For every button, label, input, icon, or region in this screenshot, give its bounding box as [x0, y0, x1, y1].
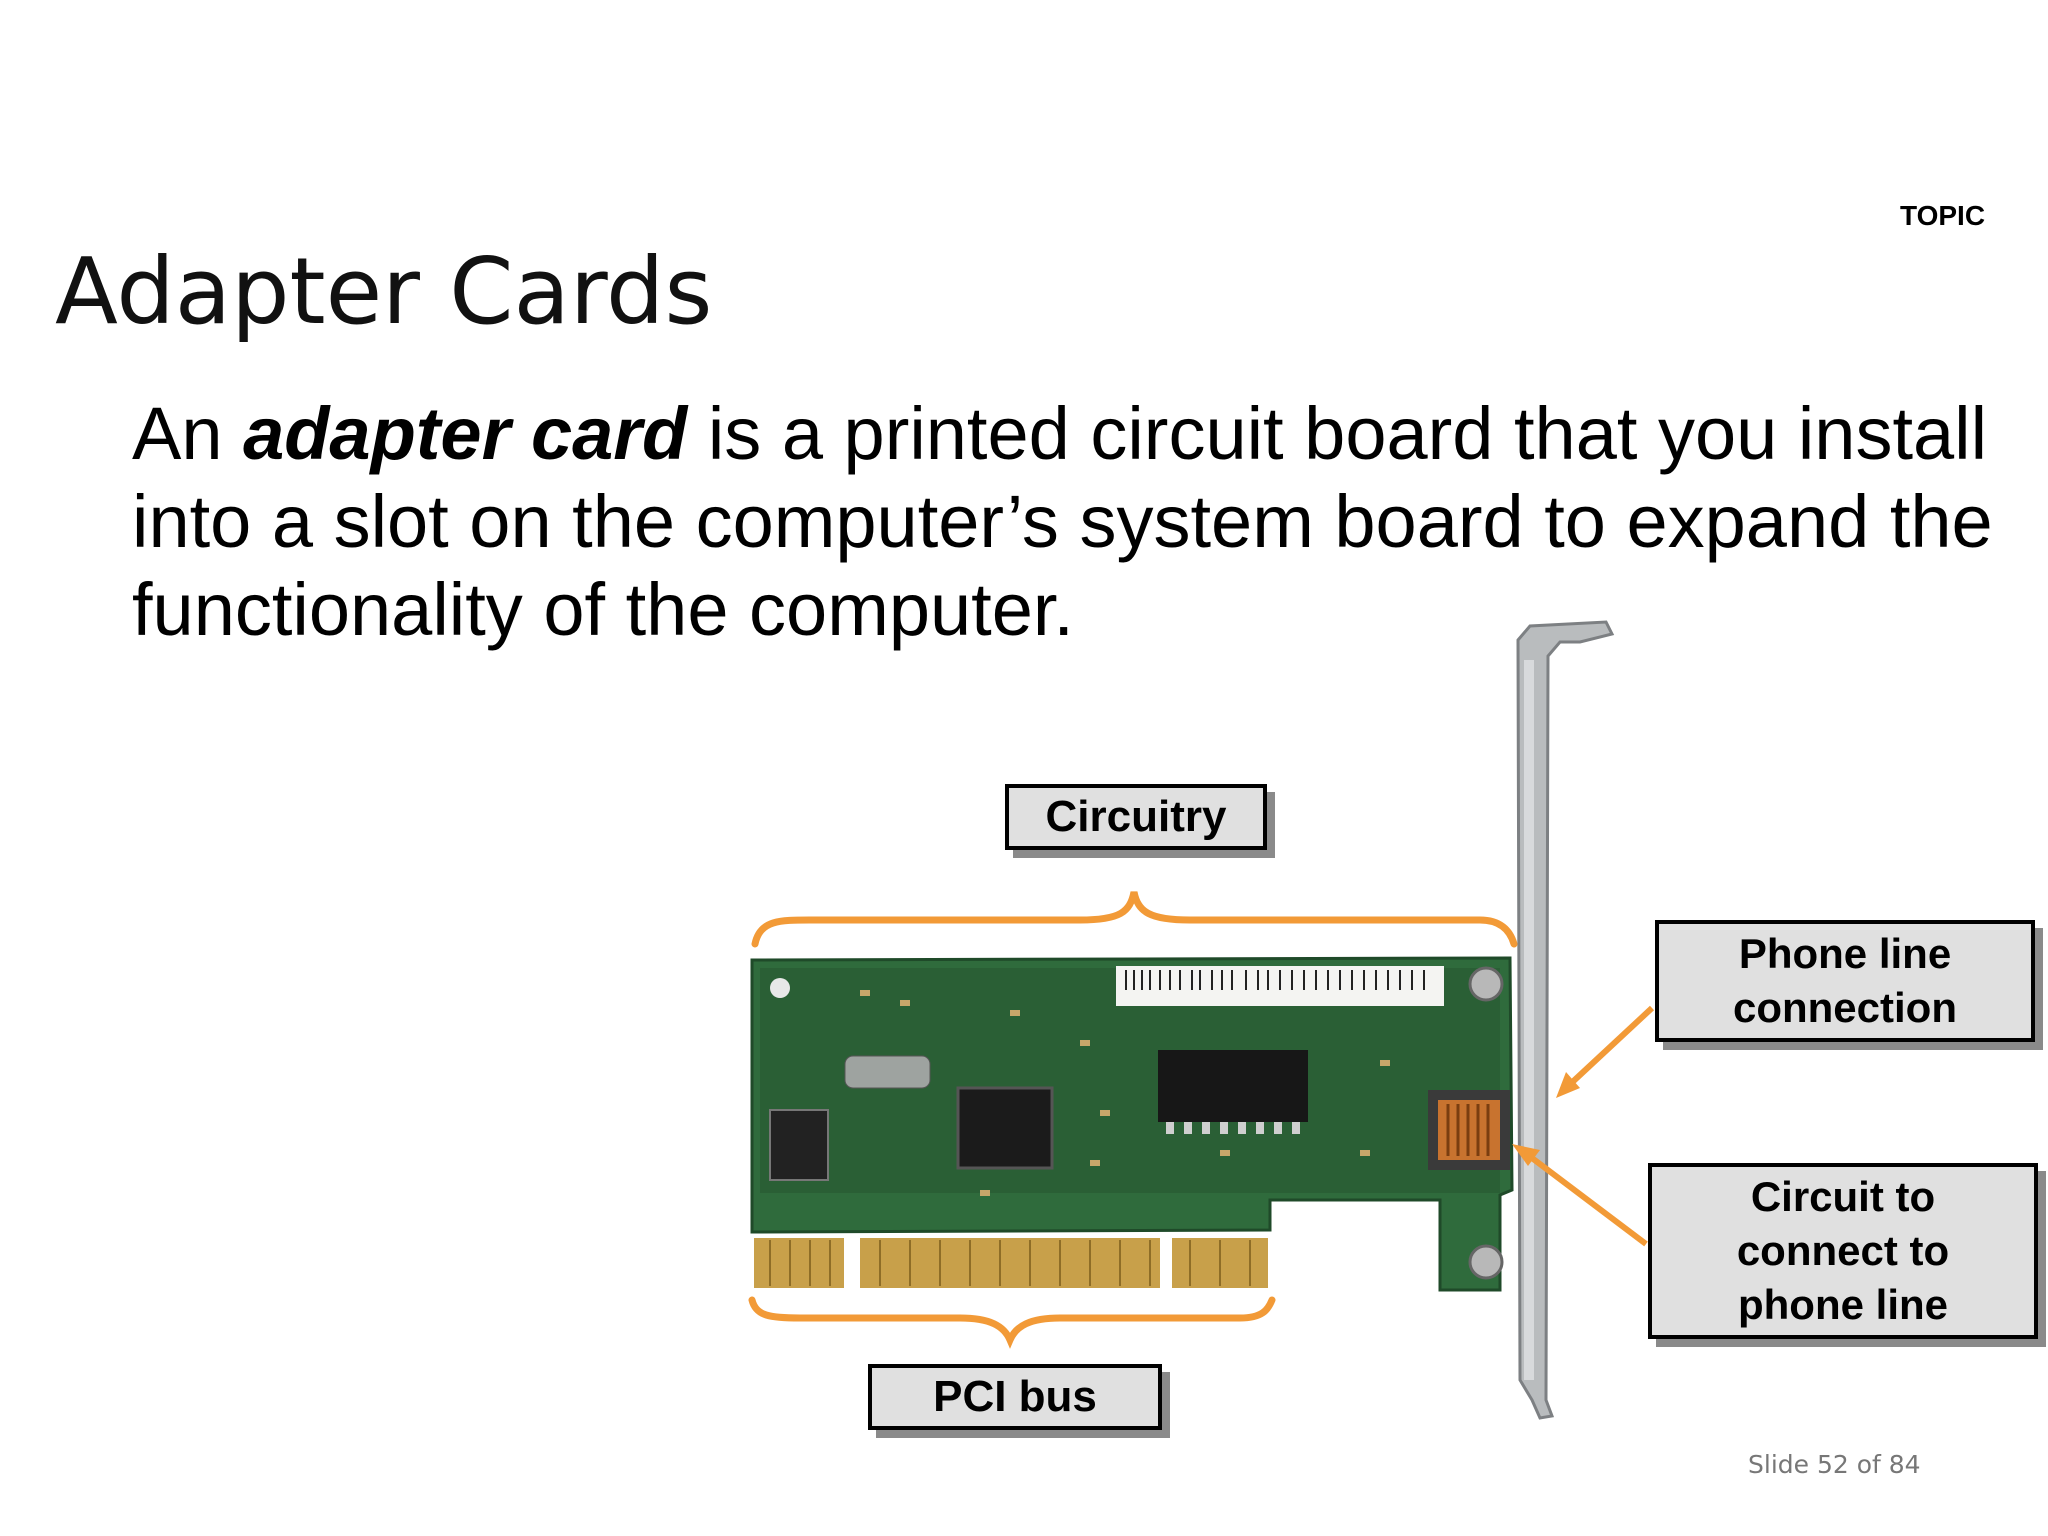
- body-prefix: An: [132, 392, 244, 475]
- pci-bus-brace: [748, 1296, 1276, 1349]
- slide-body: An adapter card is a printed circuit boa…: [132, 390, 2012, 654]
- mount-hole-top: [1468, 966, 1504, 1002]
- callout-pci-bus: PCI bus: [868, 1364, 1162, 1430]
- body-term: adapter card: [243, 392, 688, 475]
- metal-bracket: [1516, 620, 1615, 1420]
- slide-title: Adapter Cards: [55, 238, 713, 345]
- controller-chip: [956, 1086, 1054, 1170]
- mount-hole-bottom: [1468, 1244, 1504, 1280]
- callout-circuit-to-phone: Circuit to connect to phone line: [1648, 1163, 2038, 1339]
- eprom-chip: [769, 1109, 829, 1181]
- callout-pci-bus-label: PCI bus: [933, 1372, 1097, 1421]
- callout-circuitry-label: Circuitry: [1045, 792, 1227, 841]
- callout-circuit-to-phone-label: Circuit to connect to phone line: [1736, 1173, 1950, 1328]
- phone-line-arrow: [1556, 1005, 1655, 1098]
- circuit-board: [750, 956, 1514, 1292]
- callout-phone-line-label: Phone line connection: [1732, 930, 1957, 1031]
- callout-phone-line: Phone line connection: [1655, 920, 2035, 1042]
- circuitry-brace: [751, 891, 1518, 948]
- circuit-arrow: [1512, 1144, 1648, 1247]
- crystal: [844, 1055, 931, 1089]
- callout-circuitry: Circuitry: [1005, 784, 1267, 850]
- body-suffix: is a printed circuit board that you inst…: [132, 392, 1993, 651]
- transformer-chip: [1158, 1050, 1308, 1122]
- slide-number: Slide 52 of 84: [1748, 1450, 1921, 1479]
- topic-label: TOPIC: [1900, 200, 1986, 231]
